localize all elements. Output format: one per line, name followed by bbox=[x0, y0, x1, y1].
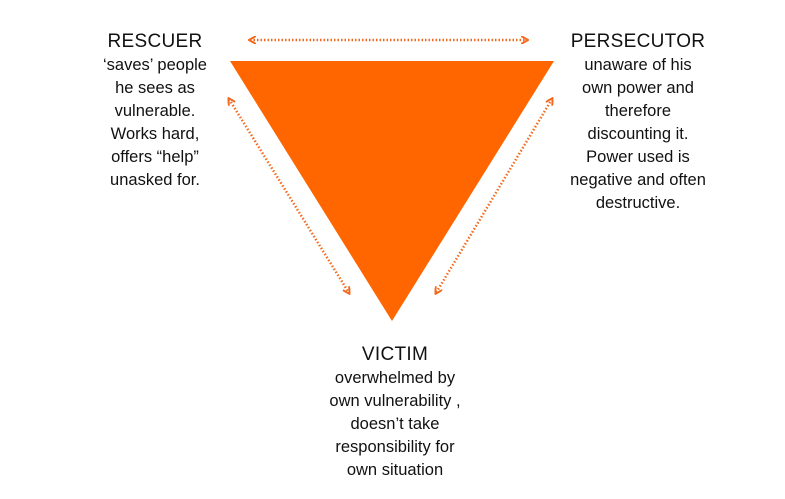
rescuer-line: offers “help” bbox=[111, 148, 199, 166]
rescuer-line: ‘saves’ people bbox=[103, 56, 207, 74]
victim-title: VICTIM bbox=[361, 344, 429, 365]
persecutor-line: therefore bbox=[604, 102, 672, 120]
persecutor-line: discounting it. bbox=[587, 125, 689, 143]
rescuer-block: RESCUER ‘saves’ people he sees as vulner… bbox=[80, 30, 230, 192]
victim-line: own situation bbox=[346, 461, 444, 479]
rescuer-title: RESCUER bbox=[107, 31, 203, 52]
victim-line: responsibility for bbox=[335, 438, 455, 456]
victim-line: overwhelmed by bbox=[334, 369, 456, 387]
arrow-persecutor-victim bbox=[436, 99, 552, 293]
triangle bbox=[230, 61, 554, 321]
persecutor-line: negative and often bbox=[570, 171, 706, 189]
arrow-rescuer-victim bbox=[229, 99, 349, 293]
rescuer-line: Works hard, bbox=[110, 125, 200, 143]
persecutor-line: own power and bbox=[582, 79, 694, 97]
persecutor-line: destructive. bbox=[595, 194, 681, 212]
victim-block: VICTIM overwhelmed by own vulnerability … bbox=[305, 343, 485, 482]
rescuer-line: unasked for. bbox=[110, 171, 200, 189]
rescuer-line: he sees as bbox=[115, 79, 195, 97]
persecutor-line: unaware of his bbox=[584, 56, 692, 74]
rescuer-line: vulnerable. bbox=[114, 102, 196, 120]
victim-line: own vulnerability , bbox=[329, 392, 461, 410]
persecutor-title: PERSECUTOR bbox=[570, 31, 706, 52]
persecutor-block: PERSECUTOR unaware of his own power and … bbox=[558, 30, 718, 215]
persecutor-line: Power used is bbox=[586, 148, 690, 166]
victim-line: doesn’t take bbox=[350, 415, 440, 433]
